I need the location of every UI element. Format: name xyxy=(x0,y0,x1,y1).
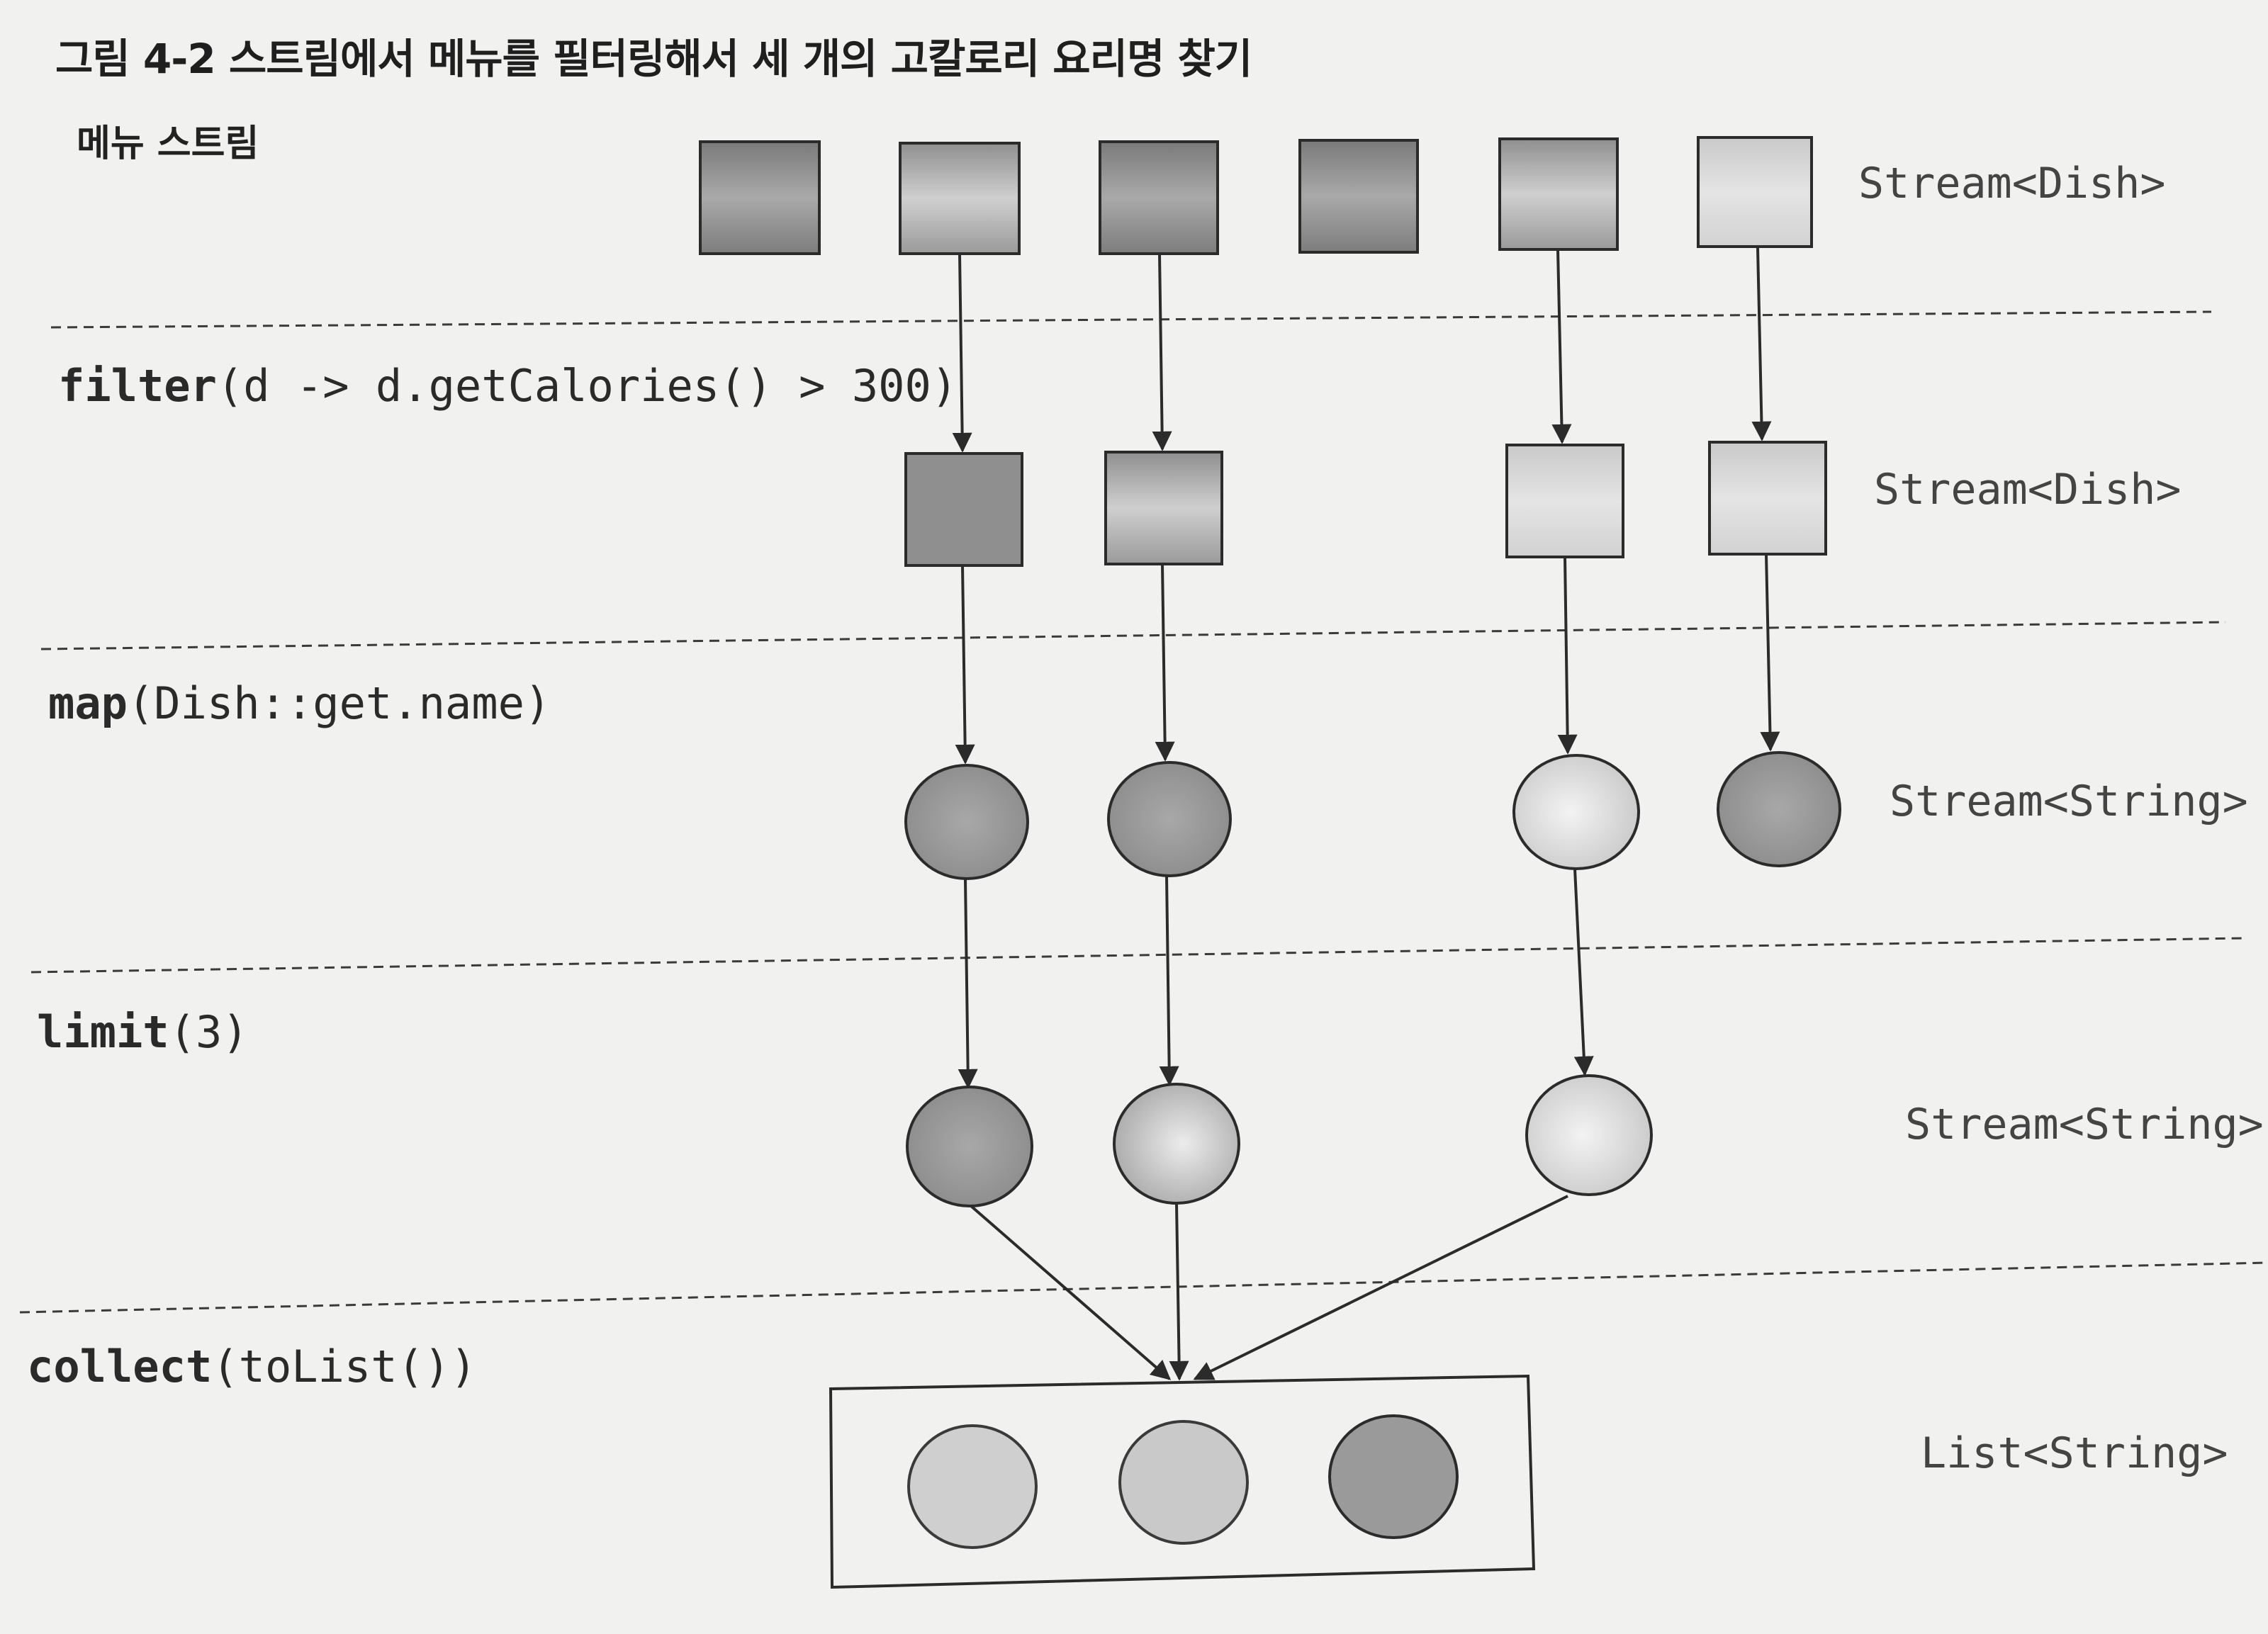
separator-line-3 xyxy=(30,937,2246,974)
arrow xyxy=(1557,556,1578,755)
limit-operation-label: limit(3) xyxy=(37,1006,249,1058)
dish-name-circle xyxy=(904,764,1029,880)
operation-args: (3) xyxy=(169,1006,249,1058)
arrow xyxy=(952,253,972,453)
separator-line-4 xyxy=(19,1261,2268,1314)
list-type-label: List<String> xyxy=(1921,1429,2228,1478)
dish-square xyxy=(1498,137,1619,251)
arrow xyxy=(1193,1195,1568,1380)
result-list-box xyxy=(829,1374,1536,1589)
arrow xyxy=(1159,875,1179,1086)
dish-square xyxy=(1298,139,1419,254)
stream-type-label: Stream<String> xyxy=(1905,1100,2264,1149)
dish-square xyxy=(899,142,1021,255)
arrow xyxy=(955,565,975,765)
arrow xyxy=(970,1205,1172,1380)
arrow xyxy=(1573,868,1594,1076)
source-stream-label: 메뉴 스트림 xyxy=(77,123,259,165)
operation-method: collect xyxy=(27,1341,213,1392)
separator-line-1 xyxy=(50,310,2212,329)
operation-args: (toList()) xyxy=(212,1341,477,1392)
dish-square xyxy=(1099,140,1219,255)
arrow xyxy=(1152,253,1172,451)
filtered-dish-square xyxy=(1505,444,1624,558)
filter-operation-label: filter(d -> d.getCalories() > 300) xyxy=(58,360,958,412)
stream-type-label: Stream<String> xyxy=(1890,777,2248,826)
result-name-circle xyxy=(1118,1420,1249,1545)
arrow xyxy=(1760,553,1780,752)
stream-type-label: Stream<Dish> xyxy=(1858,159,2166,208)
arrow xyxy=(1169,1202,1189,1381)
dish-name-circle xyxy=(1717,751,1841,867)
limited-name-circle xyxy=(906,1086,1033,1207)
operation-args: (d -> d.getCalories() > 300) xyxy=(216,360,958,412)
dish-name-circle xyxy=(1512,754,1640,870)
operation-method: map xyxy=(48,677,128,729)
result-name-circle xyxy=(907,1424,1038,1549)
dish-square xyxy=(1697,136,1813,248)
limited-name-circle xyxy=(1113,1083,1240,1205)
arrow xyxy=(1751,247,1772,441)
arrow xyxy=(1155,563,1175,762)
operation-args: (Dish::get.name) xyxy=(127,677,551,729)
filtered-dish-square xyxy=(1708,441,1827,556)
filtered-dish-square xyxy=(904,452,1023,567)
dish-square xyxy=(699,140,821,255)
result-name-circle xyxy=(1328,1414,1459,1539)
figure-caption: 그림 4-2 스트림에서 메뉴를 필터링해서 세 개의 고칼로리 요리명 찾기 xyxy=(55,35,1252,83)
collect-operation-label: collect(toList()) xyxy=(27,1341,477,1392)
filtered-dish-square xyxy=(1104,451,1223,565)
arrow xyxy=(958,878,978,1089)
map-operation-label: map(Dish::get.name) xyxy=(48,677,551,729)
limited-name-circle xyxy=(1525,1074,1653,1196)
operation-method: filter xyxy=(58,360,217,412)
dish-name-circle xyxy=(1107,761,1232,877)
separator-line-2 xyxy=(40,621,2226,650)
stream-type-label: Stream<Dish> xyxy=(1874,465,2182,514)
operation-method: limit xyxy=(37,1006,169,1058)
arrow xyxy=(1551,249,1572,444)
